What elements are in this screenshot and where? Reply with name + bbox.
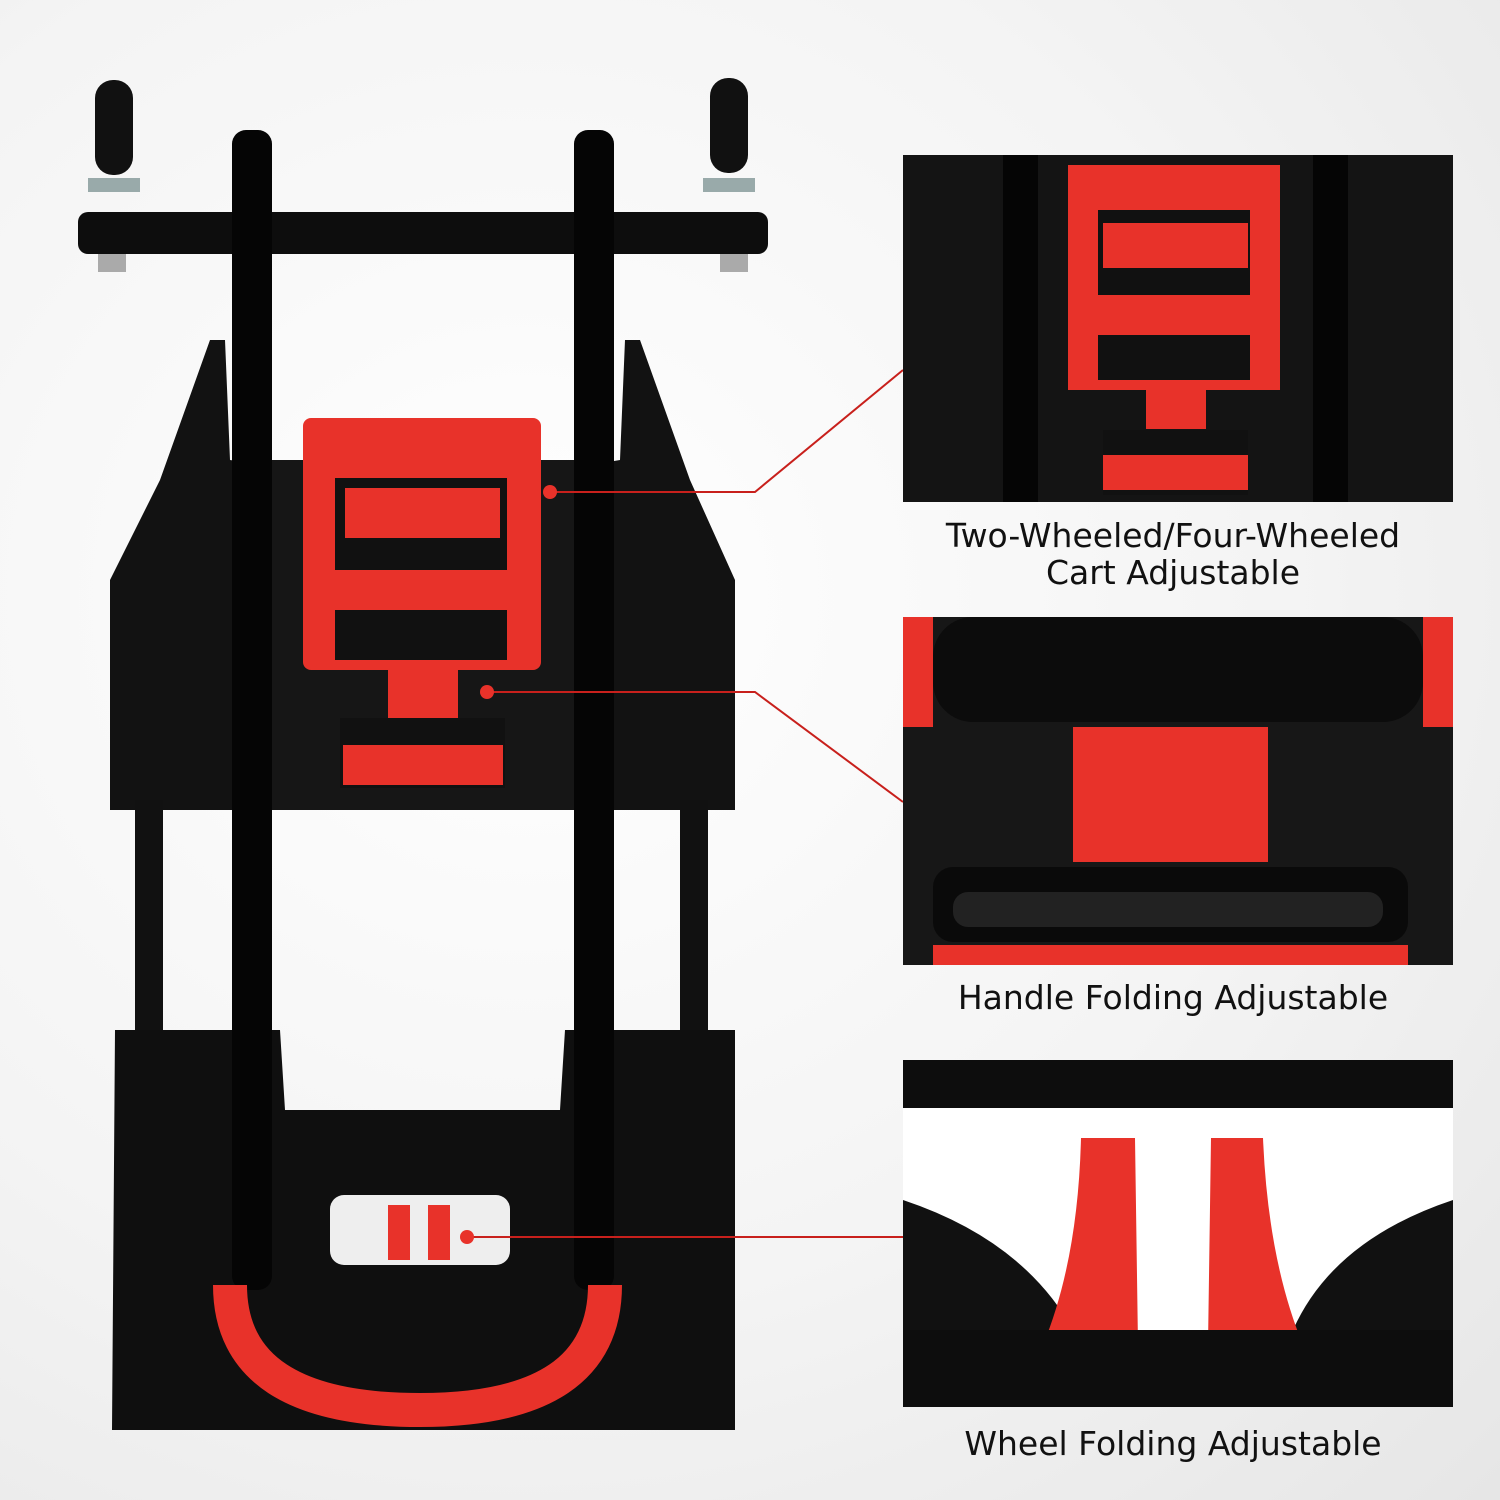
caption-wheel-folding: Wheel Folding Adjustable — [964, 1424, 1382, 1463]
handle-rail-left — [232, 130, 272, 1290]
detail-panel-handle-folding — [903, 617, 1453, 965]
callout-lines — [467, 369, 904, 1238]
adjuster-block — [303, 418, 541, 788]
callout-dot-2 — [480, 685, 494, 699]
callout-dot-3 — [460, 1230, 474, 1244]
detail-panel-cart-adjust — [903, 155, 1453, 502]
top-crossbar — [78, 212, 768, 254]
top-caster-left — [88, 80, 140, 272]
caption-line-2: Cart Adjustable — [1045, 553, 1301, 592]
handle-rail-right — [574, 130, 614, 1290]
bottom-handle — [213, 1284, 622, 1428]
caption-handle-folding: Handle Folding Adjustable — [957, 978, 1389, 1017]
caption-cart-adjust: Two-Wheeled/Four-Wheeled Cart Adjustable — [903, 517, 1443, 591]
detail-panel-wheel-folding — [903, 1060, 1453, 1407]
top-caster-right — [703, 78, 755, 272]
callout-dot-1 — [543, 485, 557, 499]
caption-line-1: Two-Wheeled/Four-Wheeled — [945, 516, 1401, 555]
